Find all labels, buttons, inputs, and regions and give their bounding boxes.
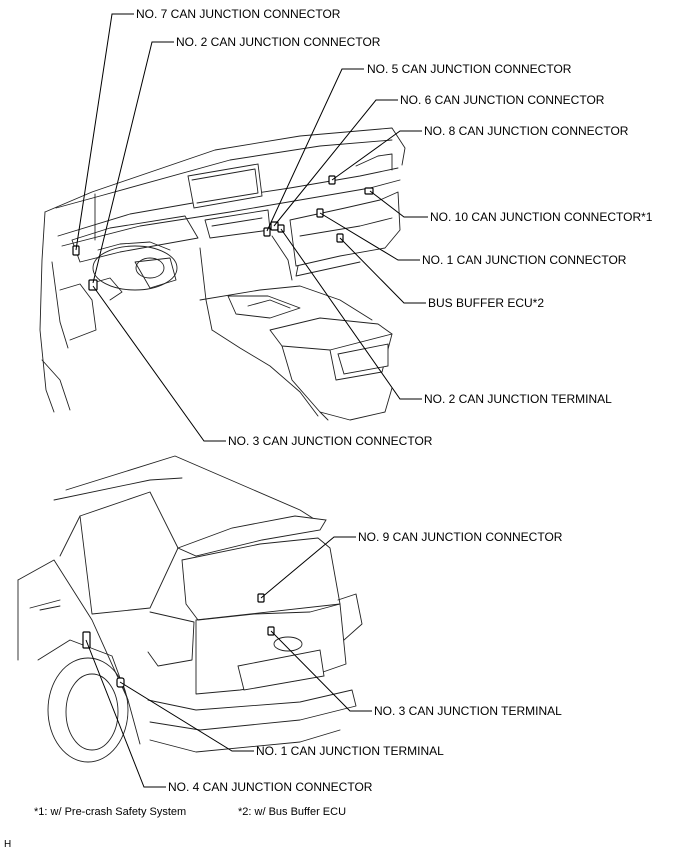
leader-no10 bbox=[369, 190, 428, 218]
leader-no3-terminal bbox=[270, 630, 372, 712]
leader-no3-connector bbox=[92, 285, 226, 442]
leader-bus-buffer bbox=[339, 237, 426, 304]
label-no9-can-junction-connector: NO. 9 CAN JUNCTION CONNECTOR bbox=[358, 530, 563, 544]
leader-no1-connector bbox=[319, 212, 420, 261]
leader-no4 bbox=[85, 639, 166, 788]
label-no7-can-junction-connector: NO. 7 CAN JUNCTION CONNECTOR bbox=[136, 7, 341, 21]
connector-no10-icon bbox=[364, 187, 374, 195]
connector-no5-icon bbox=[263, 227, 271, 237]
label-no5-can-junction-connector: NO. 5 CAN JUNCTION CONNECTOR bbox=[367, 62, 572, 76]
label-no10-can-junction-connector: NO. 10 CAN JUNCTION CONNECTOR*1 bbox=[430, 210, 653, 224]
label-no6-can-junction-connector: NO. 6 CAN JUNCTION CONNECTOR bbox=[400, 93, 605, 107]
label-no1-can-junction-terminal: NO. 1 CAN JUNCTION TERMINAL bbox=[256, 744, 444, 758]
label-no3-can-junction-terminal: NO. 3 CAN JUNCTION TERMINAL bbox=[374, 704, 562, 718]
label-no3-can-junction-connector: NO. 3 CAN JUNCTION CONNECTOR bbox=[228, 434, 433, 448]
leader-no2-connector bbox=[92, 41, 174, 284]
leader-no5 bbox=[266, 68, 364, 232]
figure-code: H bbox=[4, 839, 12, 850]
leader-no1-terminal bbox=[119, 681, 254, 752]
connector-no3-icon bbox=[88, 279, 98, 291]
footnote-bus-buffer: *2: w/ Bus Buffer ECU bbox=[238, 806, 347, 818]
leader-no9 bbox=[260, 536, 356, 599]
leader-no2-terminal bbox=[280, 228, 422, 400]
vehicle-interior-drawing bbox=[39, 127, 406, 421]
leader-no6 bbox=[273, 99, 398, 227]
vehicle-exterior-drawing bbox=[17, 455, 363, 763]
leader-no7 bbox=[75, 13, 134, 251]
label-no4-can-junction-connector: NO. 4 CAN JUNCTION CONNECTOR bbox=[168, 780, 373, 794]
label-no1-can-junction-connector: NO. 1 CAN JUNCTION CONNECTOR bbox=[422, 253, 627, 267]
label-no2-can-junction-terminal: NO. 2 CAN JUNCTION TERMINAL bbox=[424, 392, 612, 406]
connector-no2-terminal-icon bbox=[277, 224, 285, 233]
connector-no7-icon bbox=[72, 245, 80, 256]
footnote-pre-crash: *1: w/ Pre-crash Safety System bbox=[34, 806, 187, 818]
label-no2-can-junction-connector: NO. 2 CAN JUNCTION CONNECTOR bbox=[176, 35, 381, 49]
leader-lines bbox=[75, 13, 428, 788]
label-no8-can-junction-connector: NO. 8 CAN JUNCTION CONNECTOR bbox=[424, 124, 629, 138]
leader-no8 bbox=[331, 130, 422, 181]
label-bus-buffer-ecu: BUS BUFFER ECU*2 bbox=[428, 296, 545, 310]
